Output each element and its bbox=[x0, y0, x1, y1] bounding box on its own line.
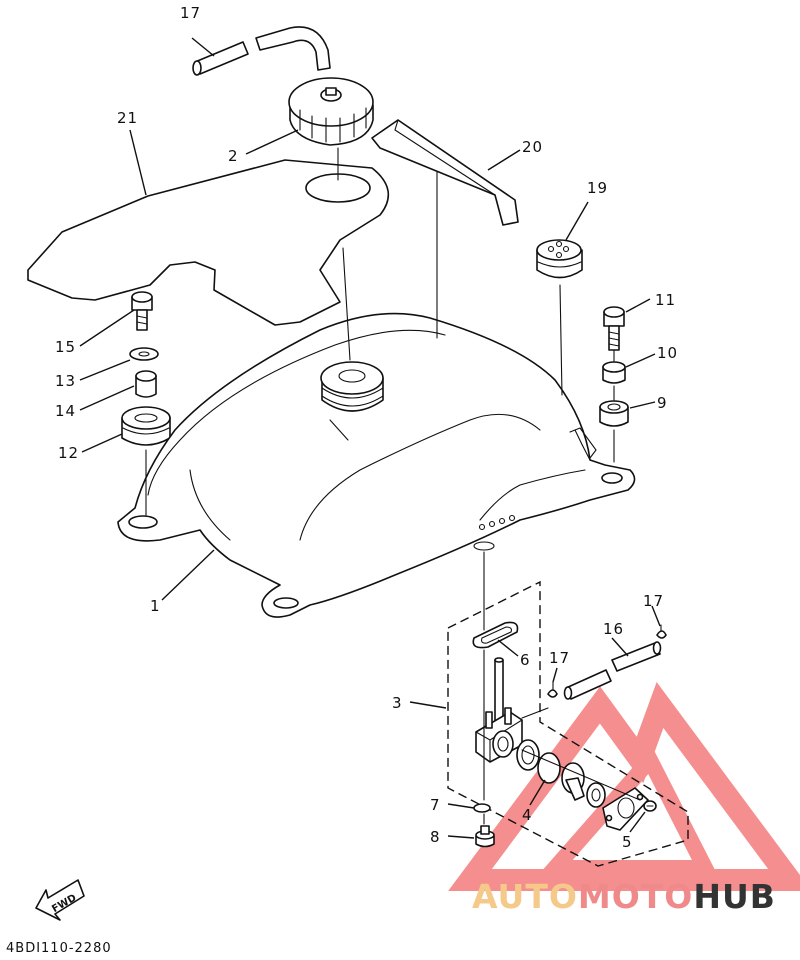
callout-8: 8 bbox=[430, 828, 441, 846]
watermark-auto: AUTO bbox=[472, 877, 578, 916]
part-band-20 bbox=[371, 119, 519, 226]
callout-2: 2 bbox=[228, 147, 239, 165]
part-gasket-6 bbox=[472, 621, 519, 649]
callout-3: 3 bbox=[392, 694, 403, 712]
part-damper-19 bbox=[536, 239, 583, 279]
tank-filler-neck bbox=[320, 361, 384, 412]
part-hose-18 bbox=[192, 26, 331, 76]
diagram-code: 4BDI110-2280 bbox=[6, 941, 112, 956]
callout-7: 7 bbox=[430, 796, 441, 814]
leader-lines bbox=[79, 37, 661, 839]
part-fuel-pipe-16 bbox=[563, 641, 662, 700]
callout-10: 10 bbox=[657, 344, 678, 362]
part-screw-5 bbox=[643, 800, 657, 812]
part-lever bbox=[561, 762, 585, 801]
callout-13: 13 bbox=[55, 372, 76, 390]
callout-15: 15 bbox=[55, 338, 76, 356]
part-fuel-tank-1 bbox=[117, 312, 636, 618]
callout-labels: 17 2 21 20 19 11 10 9 15 13 14 12 1 3 6 … bbox=[55, 4, 678, 851]
callout-16: 16 bbox=[603, 620, 624, 638]
watermark-moto: MOTO bbox=[578, 877, 693, 916]
callout-5: 5 bbox=[622, 833, 633, 851]
callout-21: 21 bbox=[117, 109, 138, 127]
part-fuel-cap-2 bbox=[288, 77, 374, 146]
part-damper-9 bbox=[599, 400, 629, 427]
part-bolt-11 bbox=[603, 306, 625, 351]
callout-17-a: 17 bbox=[549, 649, 570, 667]
part-clip-17-a bbox=[547, 681, 558, 698]
callout-20: 20 bbox=[522, 138, 543, 156]
callout-14: 14 bbox=[55, 402, 76, 420]
part-damper-12 bbox=[121, 406, 171, 446]
callout-12: 12 bbox=[58, 444, 79, 462]
watermark-logo: AUTOMOTOHUB bbox=[472, 877, 776, 916]
callout-18: 17 bbox=[180, 4, 201, 22]
part-collar-14 bbox=[135, 370, 157, 398]
part-washer-13 bbox=[129, 347, 159, 361]
part-clip-17-b bbox=[656, 624, 667, 639]
callout-19: 19 bbox=[587, 179, 608, 197]
callout-1: 1 bbox=[150, 597, 161, 615]
tank-outlet-dots bbox=[478, 514, 516, 531]
part-drain-screw-8 bbox=[475, 825, 495, 848]
fuel-cock-assembly-outline bbox=[447, 580, 689, 867]
fwd-arrow-icon: FWD bbox=[35, 879, 85, 921]
callout-17-b: 17 bbox=[643, 592, 664, 610]
callout-11: 11 bbox=[655, 291, 676, 309]
callout-6: 6 bbox=[520, 651, 531, 669]
part-bolt-15 bbox=[131, 291, 153, 331]
part-gasket-7 bbox=[473, 803, 491, 813]
part-protector-21 bbox=[27, 159, 390, 326]
callout-9: 9 bbox=[657, 394, 668, 412]
watermark-triangle bbox=[448, 682, 800, 891]
part-collar-10 bbox=[602, 361, 626, 384]
part-fuel-cock-body bbox=[475, 657, 523, 763]
callout-4: 4 bbox=[522, 806, 533, 824]
assembly-lines bbox=[145, 147, 641, 825]
part-seal bbox=[586, 782, 606, 808]
watermark-hub: HUB bbox=[693, 877, 776, 916]
svg-text:AUTOMOTOHUB: AUTOMOTOHUB bbox=[472, 877, 776, 916]
